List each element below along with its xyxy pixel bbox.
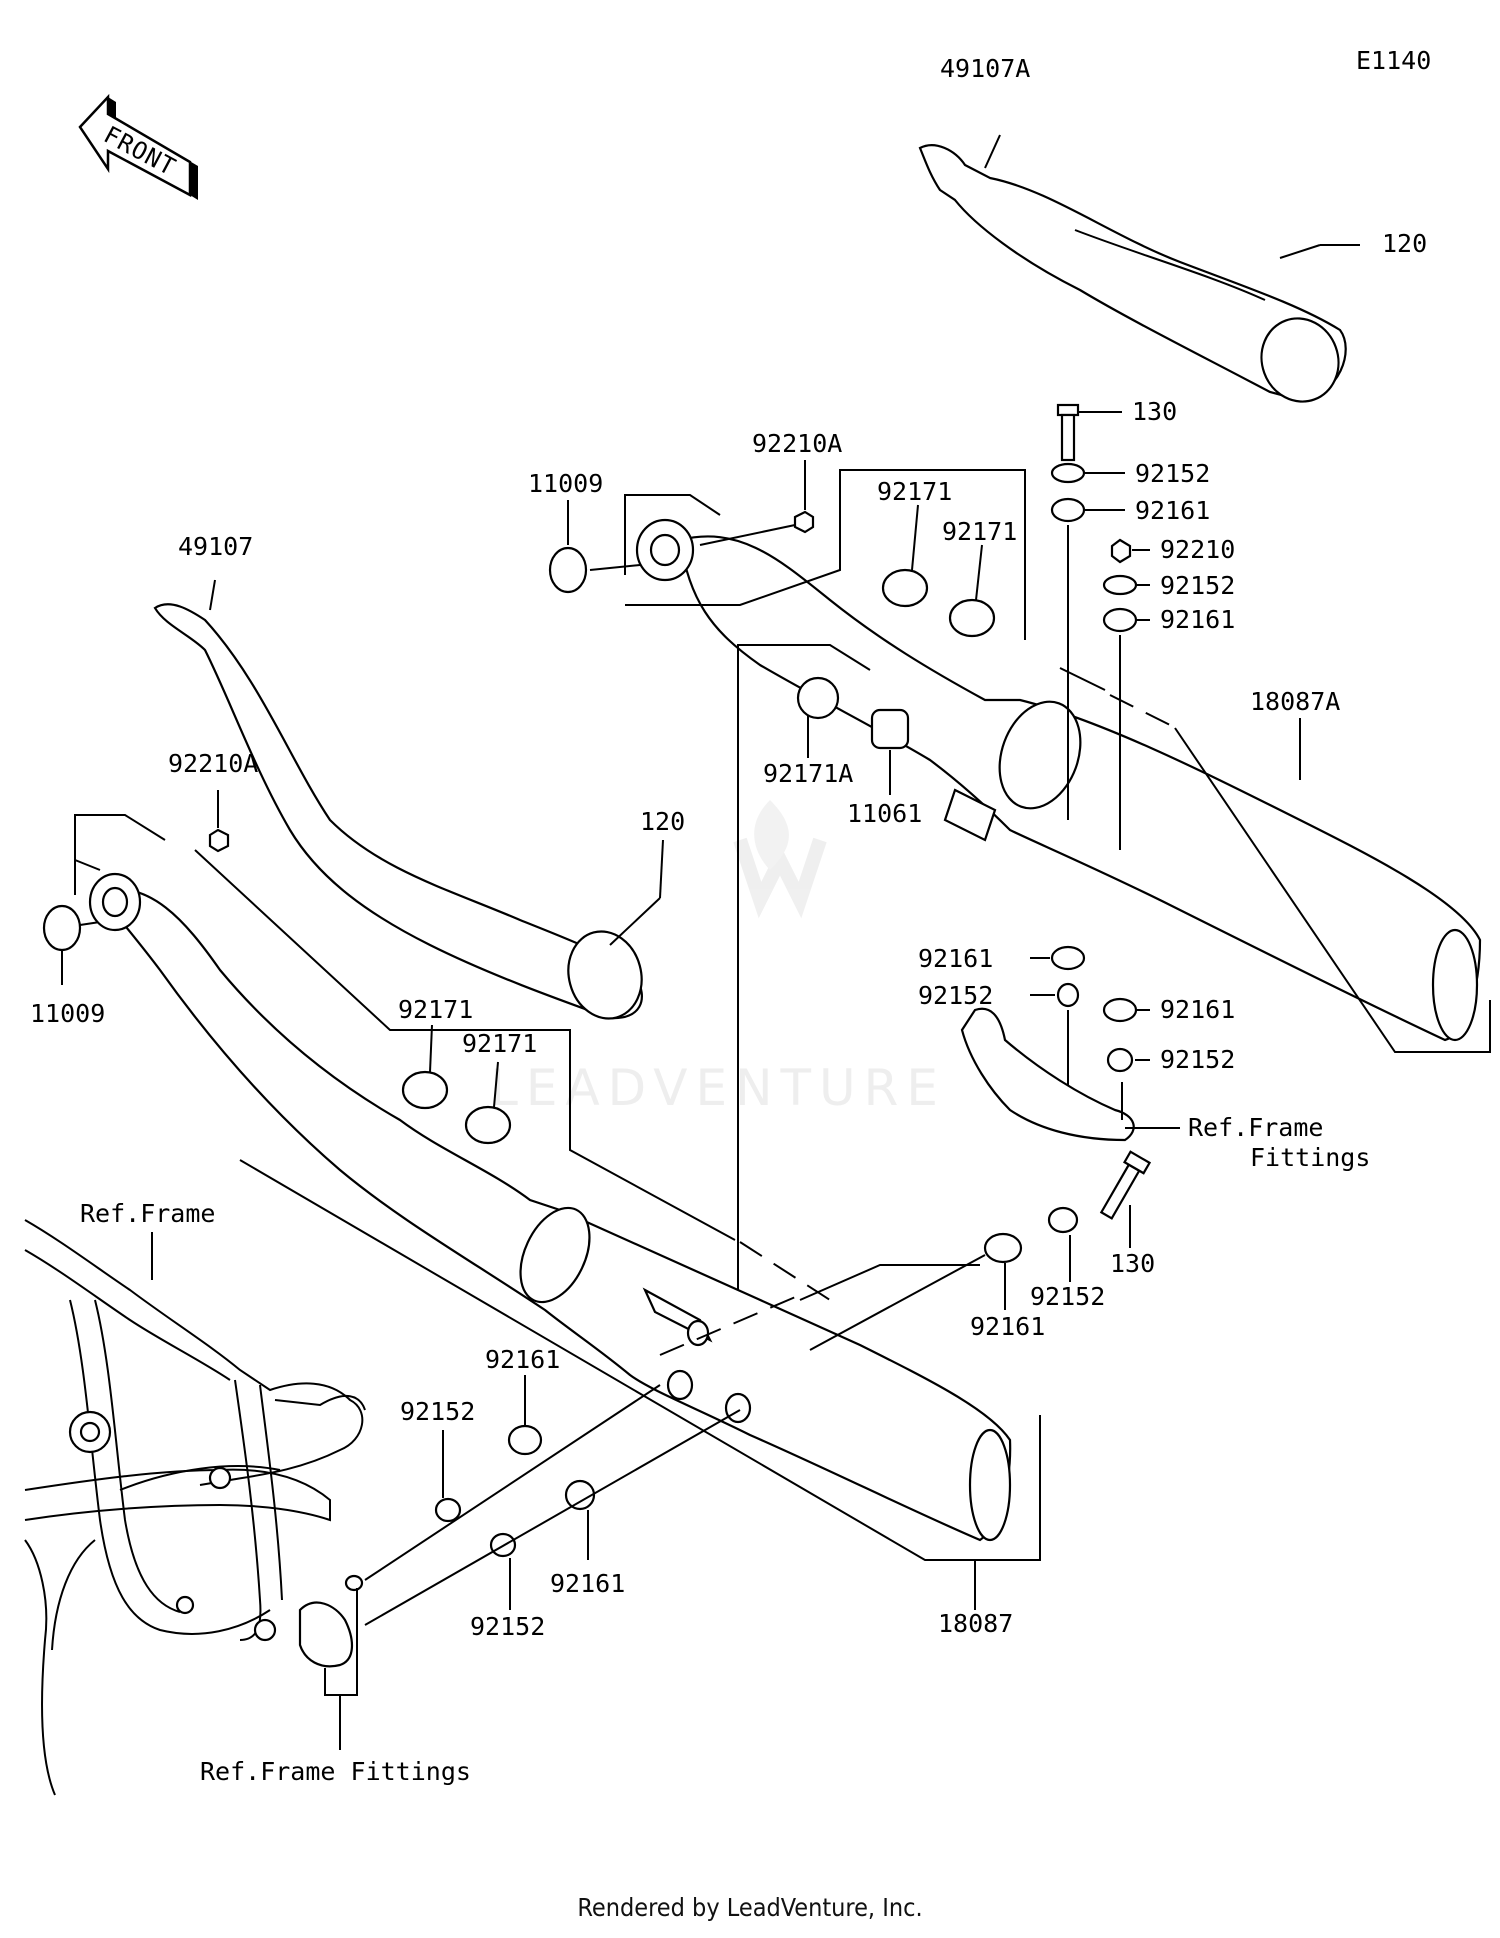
label-92171-c: 92171: [398, 995, 473, 1024]
label-92161-f: 92161: [485, 1345, 560, 1374]
clamp-92171-a-icon: [881, 568, 929, 608]
washer-92152-e-icon: [1047, 1206, 1079, 1234]
label-92161-c: 92161: [918, 944, 993, 973]
screw-120-mid-icon: [609, 897, 661, 946]
front-arrow-icon: [78, 93, 198, 200]
washer-92152-c-icon: [1056, 982, 1080, 1008]
grommet-92161-f-icon: [507, 1424, 543, 1456]
grommet-92161-c-icon: [1050, 945, 1086, 971]
label-18087: 18087: [938, 1609, 1013, 1638]
bracket-right-icon: [960, 1007, 1135, 1142]
label-92210A-top: 92210A: [752, 429, 842, 458]
leader-49107: [209, 579, 216, 611]
footer-credit: Rendered by LeadVenture, Inc.: [577, 1893, 923, 1922]
label-ref-frame: Ref.Frame: [80, 1199, 215, 1228]
label-11009-top: 11009: [528, 469, 603, 498]
muffler-left: [88, 872, 1012, 1542]
label-92152-f: 92152: [400, 1397, 475, 1426]
washer-92152-a-icon: [1050, 462, 1086, 484]
label-92161-g: 92161: [550, 1569, 625, 1598]
label-11061: 11061: [847, 799, 922, 828]
label-92161-a: 92161: [1135, 496, 1210, 525]
frame-icon: [24, 1219, 366, 1796]
gasket-11009-top-icon: [548, 546, 588, 594]
label-ref-frame-fittings-right-1: Ref.Frame: [1188, 1113, 1323, 1142]
watermark-text: LEADVENTURE: [490, 1059, 946, 1117]
grommet-92161-g-icon: [564, 1479, 596, 1511]
label-130-top: 130: [1132, 397, 1177, 426]
heat-guard-right: [918, 144, 1347, 403]
leader-49107A: [984, 134, 1001, 169]
label-120-mid: 120: [640, 807, 685, 836]
label-92152-b: 92152: [1160, 571, 1235, 600]
leader-box-18087: [74, 814, 166, 895]
label-92152-c: 92152: [918, 981, 993, 1010]
leader-box-18087A-a: [624, 494, 721, 575]
watermark-logo: [733, 800, 827, 919]
label-92152-e: 92152: [1030, 1282, 1105, 1311]
heat-guard-left: [153, 603, 643, 1020]
grommet-92161-b-icon: [1102, 607, 1138, 633]
clamp-92171-d-icon: [464, 1105, 512, 1145]
diagram-code: E1140: [1356, 46, 1431, 75]
label-92152-a: 92152: [1135, 459, 1210, 488]
label-92152-d: 92152: [1160, 1045, 1235, 1074]
washer-92152-b-icon: [1102, 574, 1138, 596]
label-ref-frame-fittings-bottom: Ref.Frame Fittings: [200, 1757, 471, 1786]
grommet-92161-e-icon: [983, 1232, 1023, 1264]
label-92210: 92210: [1160, 535, 1235, 564]
label-92171-a: 92171: [877, 477, 952, 506]
front-label: FRONT: [99, 121, 180, 182]
nut-92210A-top-icon: [793, 510, 815, 534]
label-49107: 49107: [178, 532, 253, 561]
label-92161-e: 92161: [970, 1312, 1045, 1341]
pipe-11061-icon: [870, 708, 910, 750]
label-11009-left: 11009: [30, 999, 105, 1028]
label-18087A: 18087A: [1250, 687, 1340, 716]
muffler-right: [635, 518, 1482, 1042]
label-92171-b: 92171: [942, 517, 1017, 546]
label-ref-frame-fittings-right-2: Fittings: [1250, 1143, 1370, 1172]
label-92171-d: 92171: [462, 1029, 537, 1058]
clamp-92171-b-icon: [948, 598, 996, 638]
nut-92210-icon: [1110, 538, 1132, 564]
label-130-low: 130: [1110, 1249, 1155, 1278]
washer-92152-d-icon: [1106, 1047, 1134, 1073]
label-92161-d: 92161: [1160, 995, 1235, 1024]
screw-120-top-icon: [1279, 244, 1321, 259]
label-49107A: 49107A: [940, 54, 1030, 83]
clamp-92171-c-icon: [401, 1070, 449, 1110]
washer-92152-f-icon: [434, 1497, 462, 1523]
grommet-92161-a-icon: [1050, 497, 1086, 523]
label-92210A-left: 92210A: [168, 749, 258, 778]
label-92161-b: 92161: [1160, 605, 1235, 634]
label-120-top: 120: [1382, 229, 1427, 258]
clamp-92171A-icon: [796, 676, 840, 720]
label-92171A: 92171A: [763, 759, 853, 788]
gasket-11009-left-icon: [42, 904, 82, 952]
nut-92210A-left-icon: [208, 828, 230, 853]
bracket-bottom-icon: [298, 1601, 353, 1668]
grommet-92161-d-icon: [1102, 997, 1138, 1023]
bolt-130-top-icon: [1056, 403, 1080, 462]
bolt-130-low-icon: [1099, 1150, 1152, 1220]
label-92152-g: 92152: [470, 1612, 545, 1641]
